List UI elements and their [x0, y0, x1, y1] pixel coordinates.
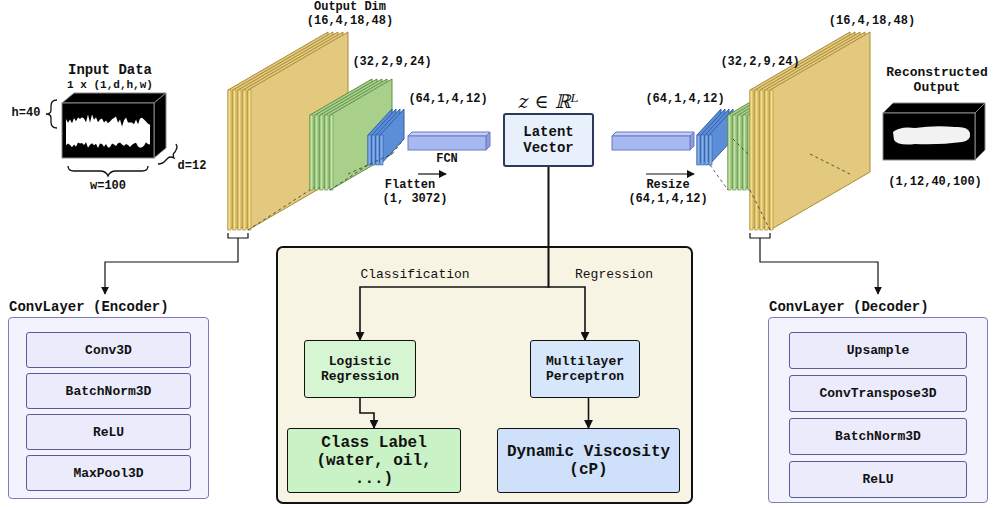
task-panel [277, 247, 692, 503]
output-volume [883, 103, 985, 160]
dimension-label: (1,12,40,100) [888, 176, 982, 190]
box-text: ReLU [862, 472, 893, 487]
box-text: BatchNorm3D [66, 384, 152, 399]
connector-arrow [588, 398, 590, 428]
dimension-braces [46, 100, 177, 176]
process-box: BatchNorm3D [26, 373, 191, 409]
dimension-label: FCN [436, 153, 458, 167]
dimension-label: w=100 [90, 180, 126, 194]
box-text: BatchNorm3D [835, 429, 921, 444]
connector-arrow [360, 398, 374, 428]
process-box: Multilayer Perceptron [530, 340, 640, 398]
box-text: MaxPool3D [73, 466, 143, 481]
dimension-label: (64,1,4,12) [628, 193, 707, 207]
decoder-layers [697, 32, 870, 230]
process-box: Conv3D [26, 332, 191, 368]
box-text: Class Label (water, oil, ...) [293, 434, 455, 488]
edge-label: Regression [573, 267, 655, 282]
input-volume [62, 93, 166, 158]
panel-title: Input Data [68, 62, 152, 78]
process-box: MaxPool3D [26, 455, 191, 491]
latent-box: z ∈ ℝᴸLatent Vector [503, 113, 594, 167]
box-text: Latent Vector [510, 124, 587, 156]
dimension-label: (16,4,18,48) [307, 15, 393, 29]
dimension-label: (64,1,4,12) [408, 93, 487, 107]
process-box: ReLU [789, 461, 967, 498]
box-text: Dynamic Viscosity (cP) [503, 443, 674, 479]
process-box: ConvTranspose3D [789, 375, 967, 412]
dimension-label: Resize [646, 179, 689, 193]
process-box: Class Label (water, oil, ...) [287, 428, 461, 493]
dimension-label: (1, 3072) [383, 193, 448, 207]
leader-lines [105, 233, 878, 294]
panel-title: Reconstructed Output [881, 66, 993, 96]
dimension-label: Flatten [385, 179, 435, 193]
box-text: Multilayer Perceptron [536, 354, 634, 384]
box-text: Upsample [847, 343, 909, 358]
dimension-label: Output Dim [314, 1, 386, 15]
dimension-label: (64,1,4,12) [645, 93, 724, 107]
process-box: BatchNorm3D [789, 418, 967, 455]
dimension-label: (32,2,9,24) [352, 56, 431, 70]
box-heading: ConvLayer (Decoder) [769, 299, 929, 318]
box-heading: z ∈ ℝᴸ [519, 90, 579, 115]
connector-arrow [360, 167, 549, 340]
dimension-label: 1 x (1,d,h,w) [67, 79, 153, 92]
process-box: Logistic Regression [304, 340, 416, 398]
edge-label: Classification [358, 267, 471, 282]
flow-arrows [418, 173, 694, 174]
process-box: Dynamic Viscosity (cP) [497, 428, 680, 493]
box-text: ReLU [93, 425, 124, 440]
box-text: Conv3D [85, 343, 132, 358]
process-box: Upsample [789, 332, 967, 369]
process-box: ReLU [26, 414, 191, 450]
dimension-label: d=12 [178, 160, 207, 174]
layer-group-box: UpsampleConvTranspose3DBatchNorm3DReLUCo… [768, 317, 988, 503]
box-heading: ConvLayer (Encoder) [9, 299, 169, 318]
dimension-label: (32,2,9,24) [720, 56, 799, 70]
dimension-label: h=40 [12, 107, 41, 121]
box-text: ConvTranspose3D [819, 386, 936, 401]
box-text: Logistic Regression [310, 354, 410, 384]
layer-group-box: Conv3DBatchNorm3DReLUMaxPool3DConvLayer … [8, 317, 209, 499]
dimension-label: (16,4,18,48) [829, 15, 915, 29]
connector-arrow [549, 167, 586, 340]
